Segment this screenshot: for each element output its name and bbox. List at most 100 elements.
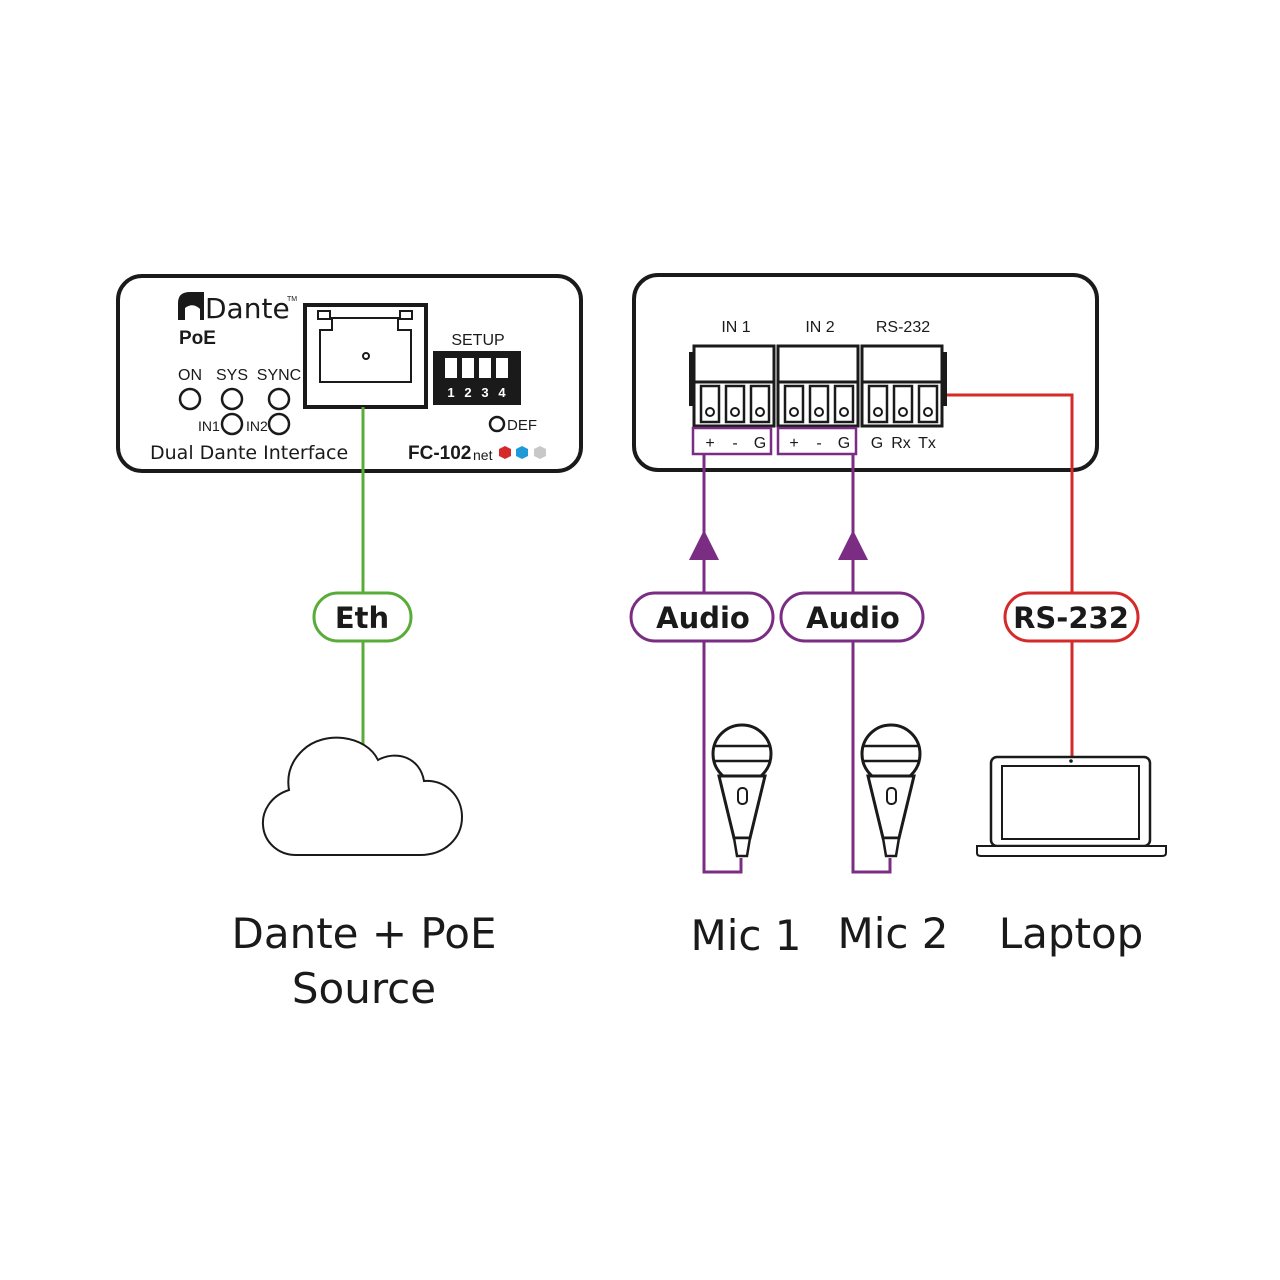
dip-switch-4 [496, 358, 508, 378]
def-label: DEF [507, 417, 537, 434]
terminal-rs232-hole-2 [898, 407, 908, 417]
dante-tm-mark: TM [287, 296, 297, 303]
led-sys [220, 387, 244, 411]
color-dot-blue [516, 446, 528, 459]
terminal-in2-hole-3 [839, 407, 849, 417]
mic2-tip [881, 836, 901, 858]
terminal-in1-left-tab [689, 352, 694, 406]
mic1-head [711, 723, 773, 785]
dante-logo: Dante TM PoE [178, 292, 297, 349]
led-in2 [267, 412, 291, 436]
terminal-rs232-hole-1 [873, 407, 883, 417]
in1-pin-ground: G [754, 435, 766, 452]
terminal-block-in2 [776, 344, 860, 428]
rs232-cable: RS-232 [947, 393, 1140, 757]
rs232-pin-ground: G [871, 435, 883, 452]
led-in1 [220, 412, 244, 436]
eth-cable-label: Eth [335, 601, 389, 635]
terminal-in1-top [692, 344, 776, 384]
dip-switch-3 [479, 358, 491, 378]
terminal-rs232-right-tab [942, 352, 947, 406]
device-description: Dual Dante Interface [150, 442, 348, 464]
mic2-switch [886, 787, 897, 805]
audio1-cable: Audio [629, 426, 775, 874]
audio2-pin-bracket [776, 426, 858, 456]
led-in2-label: IN2 [246, 418, 268, 434]
terminal-in1-hole-2 [730, 407, 740, 417]
mic1-switch [737, 787, 748, 805]
mic1-handle [717, 774, 767, 840]
dip-number-1: 1 [447, 385, 454, 400]
dante-logo-cut [185, 305, 200, 320]
laptop-base [976, 845, 1167, 857]
audio2-cable-line [851, 454, 892, 874]
led-sys-label: SYS [216, 367, 248, 384]
led-in1-label: IN1 [198, 418, 220, 434]
terminal-in1-hole-3 [755, 407, 765, 417]
dip-number-3: 3 [481, 385, 488, 400]
in2-pin-plus: + [789, 435, 798, 452]
terminal-in2-hole-2 [814, 407, 824, 417]
audio1-cable-badge [629, 591, 775, 643]
microphone-icon [711, 723, 773, 858]
audio2-cable: Audio [776, 426, 925, 874]
front-panel: Dante TM PoE ON SYS SYNC IN1 IN2 S [116, 274, 583, 473]
laptop-caption: Laptop [999, 909, 1144, 958]
led-sync-label: SYNC [257, 367, 301, 384]
terminal-in2-hole-1 [789, 407, 799, 417]
audio1-cable-label: Audio [656, 601, 750, 635]
laptop-icon [976, 755, 1167, 857]
dip-switch-2 [462, 358, 474, 378]
mic1-tip [732, 836, 752, 858]
source-caption-line2: Source [292, 964, 436, 1013]
def-button [488, 415, 506, 433]
rear-panel: IN 1 IN 2 RS-232 [632, 273, 1099, 472]
audio1-cable-line [702, 454, 743, 874]
cloud-icon [261, 736, 464, 856]
mic2-head [860, 723, 922, 785]
poe-label: PoE [179, 328, 216, 349]
led-on [178, 387, 202, 411]
audio2-cable-label: Audio [806, 601, 900, 635]
terminal-rs232-top [860, 344, 944, 384]
rj45-led-left [317, 310, 331, 320]
in2-label: IN 2 [805, 319, 834, 336]
rj45-led-right [399, 310, 413, 320]
rs232-port-label: RS-232 [876, 319, 930, 336]
rs232-pin-rx: Rx [891, 435, 911, 452]
eth-cable: Eth [312, 407, 413, 745]
laptop-camera [1069, 759, 1073, 763]
audio2-cable-badge [779, 591, 925, 643]
dip-number-4: 4 [498, 385, 506, 400]
rj45-port-icon [303, 303, 428, 409]
eth-cable-badge [312, 591, 413, 643]
rs232-cable-badge [1003, 591, 1140, 643]
dip-switch-1 [445, 358, 457, 378]
rj45-socket [319, 317, 412, 383]
in1-pin-plus: + [705, 435, 714, 452]
mic2-handle [866, 774, 916, 840]
microphone-icon [860, 723, 922, 858]
rs232-pin-tx: Tx [918, 435, 936, 452]
audio2-arrow [838, 530, 868, 560]
terminal-rs232-hole-3 [923, 407, 933, 417]
led-on-label: ON [178, 367, 202, 384]
dante-brand-text: Dante [205, 292, 290, 325]
terminal-in2-top [776, 344, 860, 384]
terminal-in1-hole-1 [705, 407, 715, 417]
model-number: FC-102 [408, 443, 471, 464]
dip-number-2: 2 [464, 385, 471, 400]
mic2-caption: Mic 2 [837, 909, 948, 958]
terminal-block-rs232 [860, 344, 947, 428]
setup-dip-switch: SETUP 1 2 3 4 [433, 332, 521, 405]
rs232-cable-label: RS-232 [1013, 601, 1129, 635]
model-label: FC-102 net [408, 443, 546, 464]
in2-pin-minus: - [816, 435, 821, 452]
mic1-caption: Mic 1 [690, 911, 801, 960]
rj45-center [362, 352, 370, 360]
audio1-pin-bracket [691, 426, 773, 456]
source-caption-line1: Dante + PoE [232, 909, 497, 958]
in2-pin-ground: G [838, 435, 850, 452]
setup-label: SETUP [451, 332, 504, 349]
